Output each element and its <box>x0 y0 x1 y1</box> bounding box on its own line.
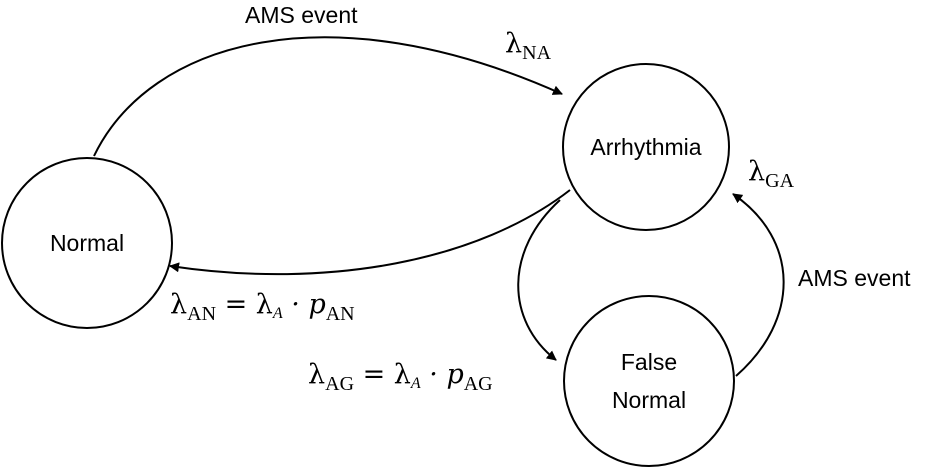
node-false-normal <box>563 295 735 467</box>
rate-lambda-an: λAN = λA · pAN <box>170 289 355 325</box>
edge-label-ams-event-right: AMS event <box>798 265 911 291</box>
edge-normal-to-arrhythmia <box>93 36 563 157</box>
node-arrhythmia-label: Arrhythmia <box>590 134 701 160</box>
edge-label-ams-event-top: AMS event <box>245 2 358 28</box>
rate-lambda-ga: λGA <box>748 156 795 192</box>
node-normal <box>1 157 173 329</box>
rate-lambda-ag: λAG = λA · pAG <box>308 359 493 395</box>
node-false-normal-label-1: False <box>621 349 677 375</box>
edge-arrhythmia-to-normal <box>169 189 571 276</box>
node-normal-label: Normal <box>50 230 124 256</box>
edge-false-normal-to-arrhythmia <box>732 193 785 377</box>
node-arrhythmia <box>562 63 730 231</box>
edge-arrhythmia-to-false-normal <box>517 199 561 361</box>
node-false-normal-label-2: Normal <box>612 387 686 413</box>
rate-lambda-na: λNA <box>505 28 552 64</box>
